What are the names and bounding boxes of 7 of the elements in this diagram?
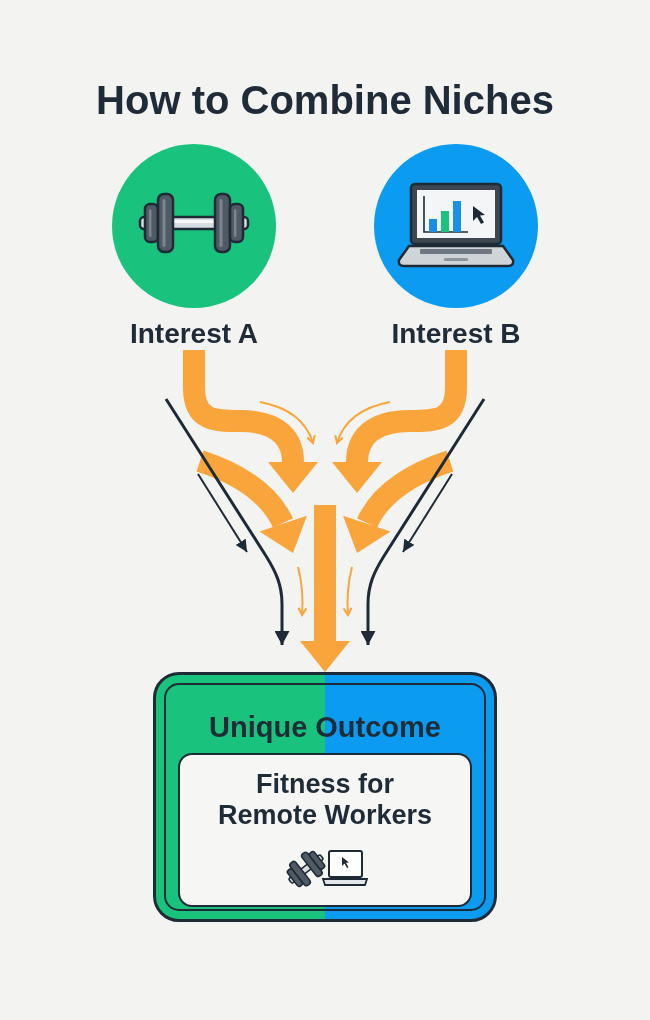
interest-label: Interest A — [129, 318, 259, 350]
result-text: Fitness for Remote Workers — [216, 769, 434, 831]
interest-label: Interest B — [391, 318, 521, 350]
outcome-panel — [153, 672, 497, 922]
flow-arrow — [300, 505, 350, 672]
diagram-title: How to Combine Niches — [96, 77, 554, 124]
result-card — [178, 753, 472, 907]
